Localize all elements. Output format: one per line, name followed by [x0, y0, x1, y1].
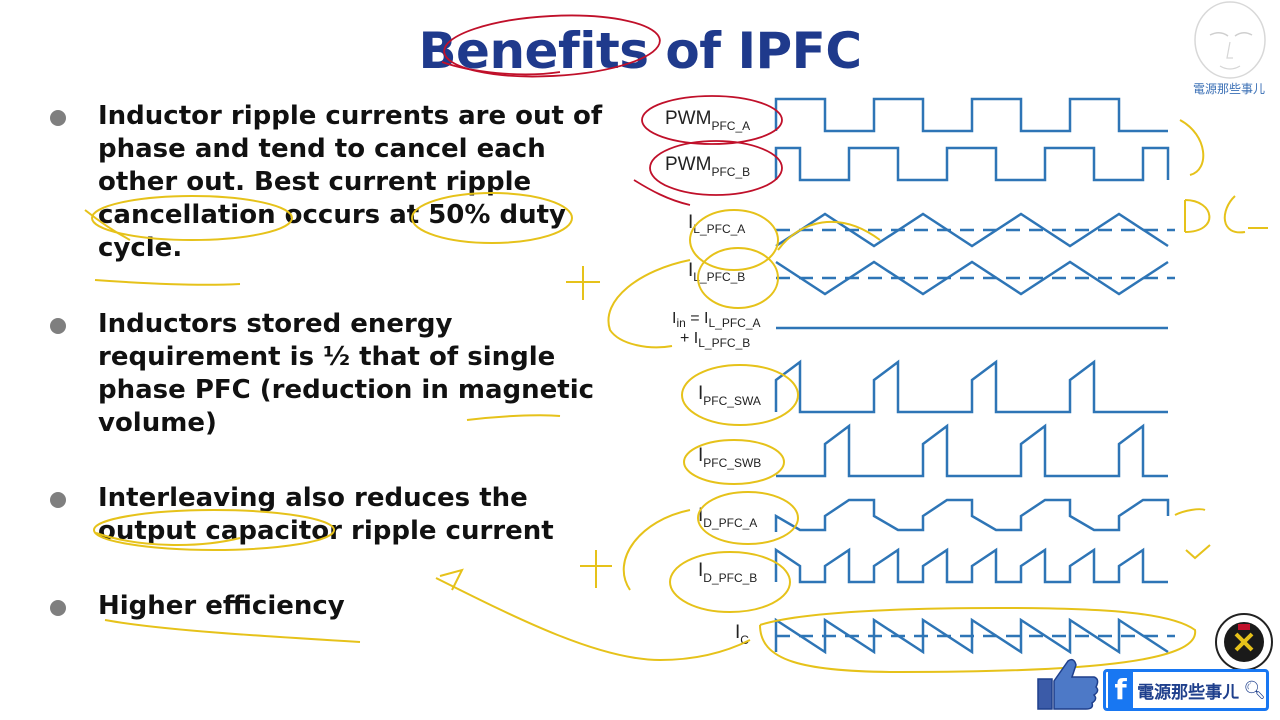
presenter-watermark-image [1194, 1, 1266, 79]
pwm-b-waveform [774, 146, 1170, 182]
search-icon[interactable]: 🔍︎ [1243, 679, 1266, 700]
bullet-dot-icon [50, 110, 66, 126]
ic-waveform [774, 617, 1169, 655]
facebook-icon: f [1108, 672, 1134, 708]
bullet-item: Interleaving also reduces the output cap… [50, 482, 608, 548]
bullet-dot-icon [50, 492, 66, 508]
id-a-waveform [774, 498, 1170, 532]
thumbs-up-icon[interactable] [1036, 655, 1102, 713]
bullet-dot-icon [50, 600, 66, 616]
label-il-a: IL_PFC_A [688, 212, 745, 236]
label-id-b: ID_PFC_B [698, 560, 757, 585]
label-pwm-a: PWMPFC_A [665, 108, 750, 133]
id-b-waveform [774, 547, 1168, 584]
bullet-item: Inductors stored energy requirement is ½… [50, 308, 608, 440]
label-isw-b: IPFC_SWB [698, 445, 761, 470]
label-isw-a: IPFC_SWA [698, 383, 761, 408]
pwm-a-waveform [774, 97, 1168, 133]
red-annotations [441, 14, 783, 206]
bullet-text: Inductors stored energy requirement is ½… [98, 309, 595, 438]
channel-logo [1215, 613, 1273, 671]
label-iin-line1: Iin = IL_PFC_A [672, 310, 761, 330]
il-a-waveform [775, 212, 1169, 248]
yellow-annotations [84, 119, 1268, 674]
bullet-text: Higher efficiency [98, 591, 345, 621]
isw-b-waveform [776, 423, 1168, 478]
label-iin-line2: + IL_PFC_B [680, 330, 750, 350]
bullet-dot-icon [50, 318, 66, 334]
bullet-text: Interleaving also reduces the output cap… [98, 483, 554, 546]
bullet-item: Higher efficiency [50, 590, 608, 623]
facebook-page-label: 電源那些事ㄦ [1137, 682, 1240, 703]
bullet-text: Inductor ripple currents are out of phas… [98, 101, 603, 263]
bullet-item: Inductor ripple currents are out of phas… [50, 100, 608, 265]
label-id-a: ID_PFC_A [698, 505, 757, 530]
il-b-waveform [775, 260, 1169, 296]
isw-a-waveform [774, 359, 1168, 414]
label-il-b: IL_PFC_B [688, 260, 745, 284]
label-pwm-b: PWMPFC_B [665, 154, 750, 179]
label-ic: IC [735, 622, 749, 647]
page-title: Benefits of IPFC [418, 22, 862, 80]
watermark-text: 電源那些事儿 [1193, 82, 1266, 96]
facebook-page-badge[interactable]: f 電源那些事ㄦ 🔍︎ [1103, 669, 1269, 711]
